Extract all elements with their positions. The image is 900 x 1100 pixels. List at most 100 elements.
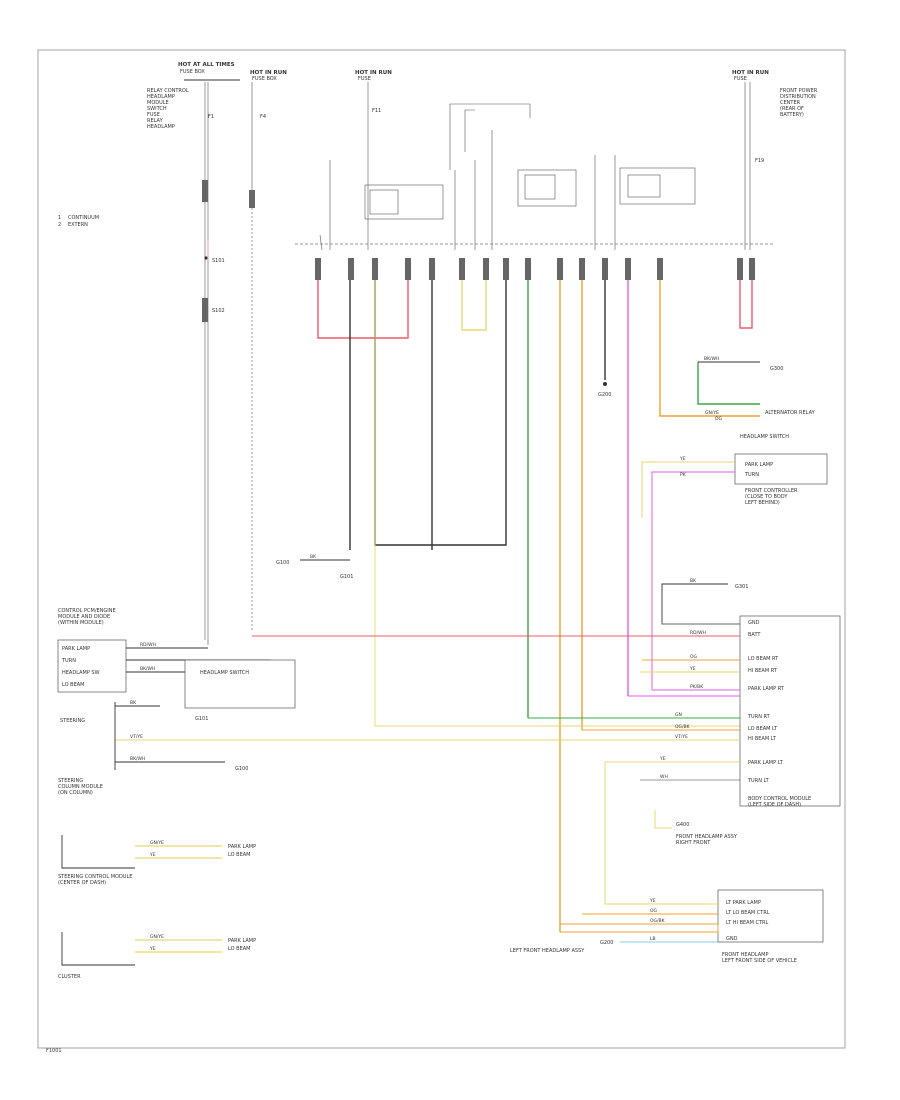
svg-text:BK: BK: [310, 554, 317, 560]
right-top-connector: BK/WH G300 GN/YE OG ALTERNATOR RELAY HEA…: [698, 356, 816, 440]
svg-text:PARK LAMP: PARK LAMP: [228, 938, 256, 944]
svg-text:G100: G100: [235, 766, 248, 772]
svg-text:HOT IN RUN: HOT IN RUN: [355, 70, 392, 76]
svg-text:FUSE BOX: FUSE BOX: [180, 69, 205, 75]
legend-item-2: EXTERN: [68, 222, 88, 228]
svg-text:RELAY CONTROL: RELAY CONTROL: [147, 88, 189, 94]
svg-text:PARK LAMP: PARK LAMP: [62, 646, 90, 652]
svg-text:TURN RT: TURN RT: [747, 714, 771, 720]
svg-text:G101: G101: [195, 716, 208, 722]
svg-text:LO BEAM: LO BEAM: [228, 946, 250, 952]
footer-code: F1001: [46, 1048, 62, 1054]
svg-text:(CLOSE TO BODY: (CLOSE TO BODY: [745, 494, 788, 500]
ground-g5: BK G301: [661, 578, 748, 622]
fuse-feeds: [204, 82, 751, 645]
svg-text:MODULE AND DIODE: MODULE AND DIODE: [58, 614, 110, 620]
top-right-text-block: FRONT POWER DISTRIBUTION CENTER (REAR OF…: [780, 88, 818, 118]
svg-text:HEADLAMP SWITCH: HEADLAMP SWITCH: [740, 434, 789, 440]
svg-text:STEERING CONTROL MODULE: STEERING CONTROL MODULE: [58, 874, 132, 880]
svg-text:BATT: BATT: [748, 632, 761, 638]
fuse-header-2: HOT IN RUN FUSE BOX F4: [250, 70, 287, 120]
svg-text:HI BEAM RT: HI BEAM RT: [748, 668, 778, 674]
svg-text:PARK LAMP: PARK LAMP: [745, 462, 773, 468]
cluster: GN/YE YE PARK LAMP LO BEAM CLUSTER: [58, 932, 256, 980]
svg-text:(CENTER OF DASH): (CENTER OF DASH): [58, 880, 106, 886]
svg-text:FUSE BOX: FUSE BOX: [252, 76, 277, 82]
svg-text:OG/BK: OG/BK: [675, 724, 691, 730]
svg-text:CLUSTER: CLUSTER: [58, 974, 81, 980]
svg-text:S101: S101: [212, 258, 225, 264]
svg-text:VT/YE: VT/YE: [130, 734, 143, 740]
svg-text:LO BEAM: LO BEAM: [62, 682, 84, 688]
svg-text:ALTERNATOR RELAY: ALTERNATOR RELAY: [765, 410, 816, 416]
svg-text:OG: OG: [690, 654, 698, 660]
svg-text:RD/WH: RD/WH: [140, 642, 156, 648]
svg-text:(LEFT SIDE OF DASH): (LEFT SIDE OF DASH): [748, 802, 801, 808]
svg-text:HEADLAMP SWITCH: HEADLAMP SWITCH: [200, 670, 249, 676]
svg-text:BK/WH: BK/WH: [140, 666, 155, 672]
svg-text:GND: GND: [726, 936, 738, 942]
svg-text:GN: GN: [675, 712, 682, 718]
svg-text:LEFT BEHIND): LEFT BEHIND): [745, 500, 780, 506]
svg-text:WH: WH: [660, 774, 668, 780]
svg-text:YE: YE: [659, 756, 666, 762]
fuse-header-4: HOT IN RUN FUSE F19: [732, 70, 769, 164]
svg-text:F11: F11: [372, 108, 381, 114]
svg-text:VT/YE: VT/YE: [675, 734, 688, 740]
svg-text:LEFT FRONT HEADLAMP ASSY: LEFT FRONT HEADLAMP ASSY: [510, 948, 585, 954]
left-control-module: CONTROL PCM/ENGINE MODULE AND DIODE (WIT…: [57, 608, 296, 709]
svg-text:FUSE: FUSE: [734, 76, 747, 82]
svg-text:BK: BK: [130, 700, 137, 706]
svg-text:GN/YE: GN/YE: [150, 934, 164, 940]
svg-text:GN/YE: GN/YE: [150, 840, 164, 846]
svg-text:BK/WH: BK/WH: [704, 356, 719, 362]
svg-text:YE: YE: [149, 946, 156, 952]
svg-text:PARK LAMP: PARK LAMP: [228, 844, 256, 850]
svg-text:LT LO BEAM CTRL: LT LO BEAM CTRL: [726, 910, 770, 916]
svg-text:HEADLAMP SW: HEADLAMP SW: [62, 670, 100, 676]
svg-text:GND: GND: [748, 620, 760, 626]
svg-text:DISTRIBUTION: DISTRIBUTION: [780, 94, 816, 100]
svg-text:RD/WH: RD/WH: [690, 630, 706, 636]
svg-text:CONTROL PCM/ENGINE: CONTROL PCM/ENGINE: [58, 608, 116, 614]
svg-text:S102: S102: [212, 308, 225, 314]
body-control-module: GND BATT LO BEAM RT HI BEAM RT PARK LAMP…: [115, 615, 841, 808]
svg-text:BODY CONTROL MODULE: BODY CONTROL MODULE: [748, 796, 811, 802]
svg-text:FRONT POWER: FRONT POWER: [780, 88, 818, 94]
svg-text:(WITHIN MODULE): (WITHIN MODULE): [58, 620, 104, 626]
svg-text:HOT AT ALL TIMES: HOT AT ALL TIMES: [178, 62, 235, 68]
svg-text:TURN: TURN: [744, 472, 759, 478]
steering-column-module: BK G101 STEERING BK/WH G100 VT/YE STEERI…: [58, 700, 248, 796]
svg-text:MODULE: MODULE: [147, 100, 169, 106]
svg-text:2: 2: [58, 222, 61, 228]
svg-text:G400: G400: [676, 822, 689, 828]
svg-text:FUSE: FUSE: [358, 76, 371, 82]
svg-text:BK: BK: [690, 578, 697, 584]
legend: 1 CONTINUUM 2 EXTERN: [58, 215, 99, 228]
steering-control-module: GN/YE YE PARK LAMP LO BEAM STEERING CONT…: [58, 835, 256, 886]
svg-text:LO BEAM LT: LO BEAM LT: [748, 726, 778, 732]
legend-item-1: CONTINUUM: [68, 215, 99, 221]
top-left-text-block: RELAY CONTROL HEADLAMP MODULE SWITCH FUS…: [147, 88, 189, 130]
front-controller: YE PK PARK LAMP TURN FRONT CONTROLLER (C…: [641, 453, 828, 690]
svg-text:RIGHT FRONT: RIGHT FRONT: [676, 840, 711, 846]
svg-text:LEFT FRONT SIDE OF VEHICLE: LEFT FRONT SIDE OF VEHICLE: [722, 958, 797, 964]
svg-text:PK/BK: PK/BK: [690, 684, 704, 690]
svg-text:BATTERY): BATTERY): [780, 112, 804, 118]
svg-text:OG: OG: [715, 416, 723, 422]
svg-text:HEADLAMP: HEADLAMP: [147, 124, 175, 130]
svg-text:F19: F19: [755, 158, 764, 164]
svg-text:(REAR OF: (REAR OF: [780, 106, 804, 112]
svg-text:FRONT HEADLAMP: FRONT HEADLAMP: [722, 952, 769, 958]
svg-text:STEERING: STEERING: [60, 718, 85, 724]
svg-text:YE: YE: [689, 666, 696, 672]
svg-text:SWITCH: SWITCH: [147, 106, 167, 112]
svg-text:HEADLAMP: HEADLAMP: [147, 94, 175, 100]
svg-text:HOT IN RUN: HOT IN RUN: [250, 70, 287, 76]
lower-headlamp-box: LT PARK LAMP LT LO BEAM CTRL LT HI BEAM …: [510, 800, 824, 964]
svg-text:G200: G200: [598, 392, 611, 398]
svg-text:HOT IN RUN: HOT IN RUN: [732, 70, 769, 76]
svg-text:BK/WH: BK/WH: [130, 756, 145, 762]
svg-text:OG/BK: OG/BK: [650, 918, 666, 924]
